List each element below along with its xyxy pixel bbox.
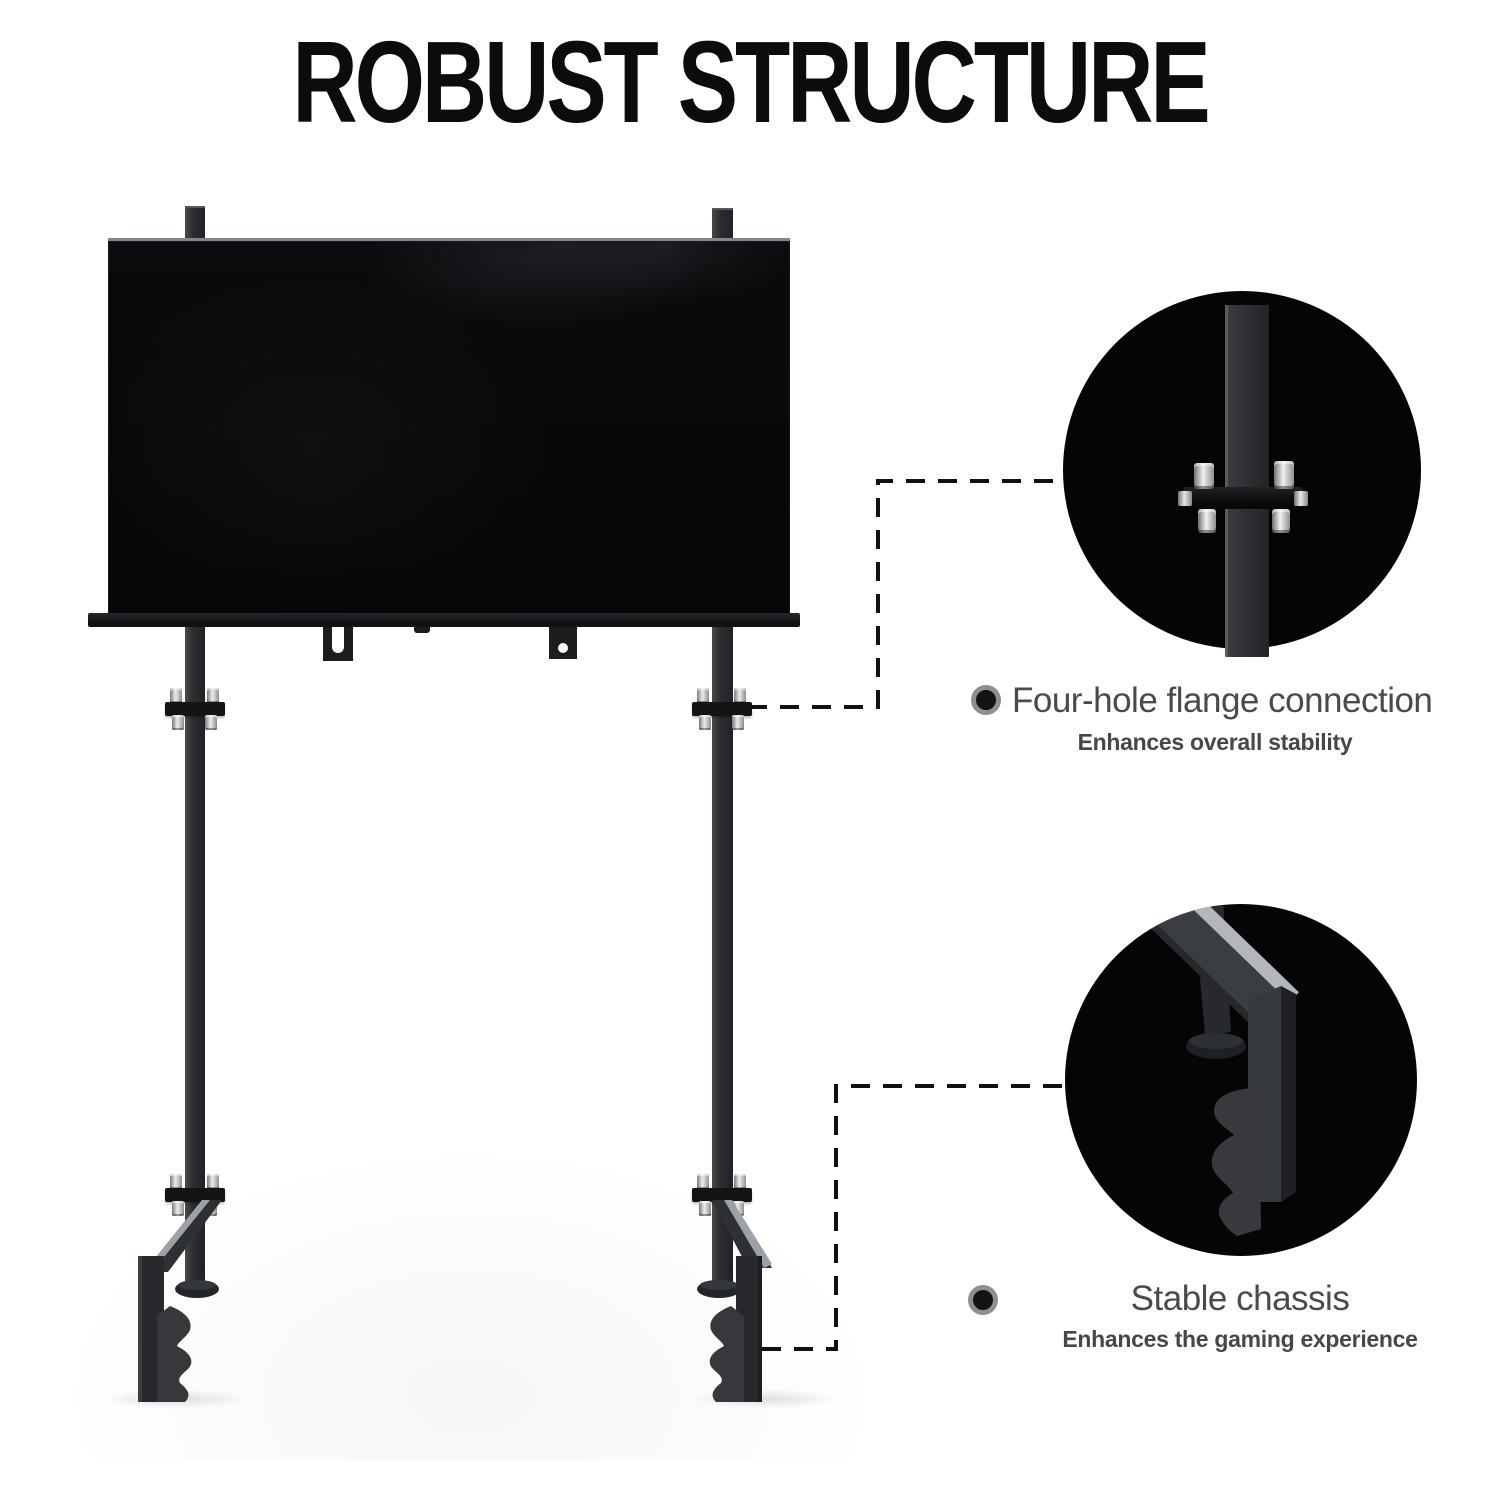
bullet-dot-icon bbox=[968, 1285, 998, 1315]
bolt-icon bbox=[734, 688, 746, 703]
detail-post bbox=[1225, 305, 1269, 657]
bolt-icon bbox=[699, 715, 711, 730]
bolt-icon bbox=[170, 688, 182, 703]
detail-foot-pad-top bbox=[1189, 1033, 1243, 1049]
flange-plate bbox=[692, 1188, 752, 1202]
bolt-icon bbox=[1194, 463, 1214, 489]
flange-callout-subtitle: Enhances overall stability bbox=[1077, 729, 1353, 755]
lower-left-flange bbox=[165, 1174, 225, 1216]
lower-right-flange bbox=[692, 1174, 752, 1216]
page-title: ROBUST STRUCTURE bbox=[292, 17, 1210, 147]
bolt-icon bbox=[732, 715, 744, 730]
detail-leg-highlight bbox=[1181, 904, 1299, 1003]
nut-icon bbox=[1178, 491, 1192, 506]
bracket-hole bbox=[558, 643, 568, 653]
vesa-bracket-holed bbox=[549, 627, 577, 659]
upper-left-flange bbox=[165, 688, 225, 730]
bolt-icon bbox=[697, 688, 709, 703]
flange-connector-line bbox=[748, 479, 1063, 709]
detail-leg-underside bbox=[1151, 923, 1265, 1034]
bolt-icon bbox=[207, 688, 219, 703]
bolt-icon bbox=[170, 1174, 182, 1189]
upper-right-flange bbox=[692, 688, 752, 730]
nut-icon bbox=[1294, 491, 1308, 506]
detail-leg-body bbox=[1156, 904, 1290, 1029]
detail-front-bar-side bbox=[1281, 986, 1296, 1202]
chassis-callout-title: Stable chassis bbox=[1130, 1279, 1350, 1318]
bolt-icon bbox=[697, 1174, 709, 1189]
detail-flange-plate bbox=[1178, 487, 1308, 509]
flange-plate bbox=[165, 1188, 225, 1202]
bracket-slot bbox=[332, 627, 344, 653]
vesa-bracket-slotted bbox=[323, 627, 353, 661]
left-foot-shadow bbox=[95, 1388, 255, 1410]
flange-detail-circle bbox=[1063, 291, 1421, 657]
bolt-icon bbox=[172, 715, 184, 730]
right-foot-shadow bbox=[685, 1388, 845, 1410]
bolt-icon bbox=[172, 1201, 184, 1216]
bolt-icon bbox=[1272, 509, 1290, 533]
detail-angled-leg bbox=[1151, 904, 1299, 1034]
detail-clamp-bracket bbox=[1211, 1088, 1261, 1236]
rail-clip bbox=[414, 625, 430, 633]
bolt-icon bbox=[732, 1201, 744, 1216]
bolt-icon bbox=[205, 715, 217, 730]
monitor-screen bbox=[108, 238, 790, 618]
bullet-dot-icon bbox=[971, 685, 1001, 715]
bolt-icon bbox=[1198, 509, 1216, 533]
flange-callout-title: Four-hole flange connection bbox=[1012, 681, 1433, 720]
flange-plate bbox=[165, 702, 225, 716]
bolt-icon bbox=[205, 1201, 217, 1216]
chassis-callout-subtitle: Enhances the gaming experience bbox=[1062, 1326, 1418, 1352]
bolt-icon bbox=[699, 1201, 711, 1216]
chassis-detail-art bbox=[1151, 904, 1299, 1236]
chassis-detail-circle bbox=[1065, 904, 1417, 1256]
bolt-icon bbox=[734, 1174, 746, 1189]
monitor-support-rail bbox=[88, 613, 800, 627]
bolt-icon bbox=[207, 1174, 219, 1189]
bolt-icon bbox=[1274, 461, 1294, 489]
flange-plate bbox=[692, 702, 752, 716]
